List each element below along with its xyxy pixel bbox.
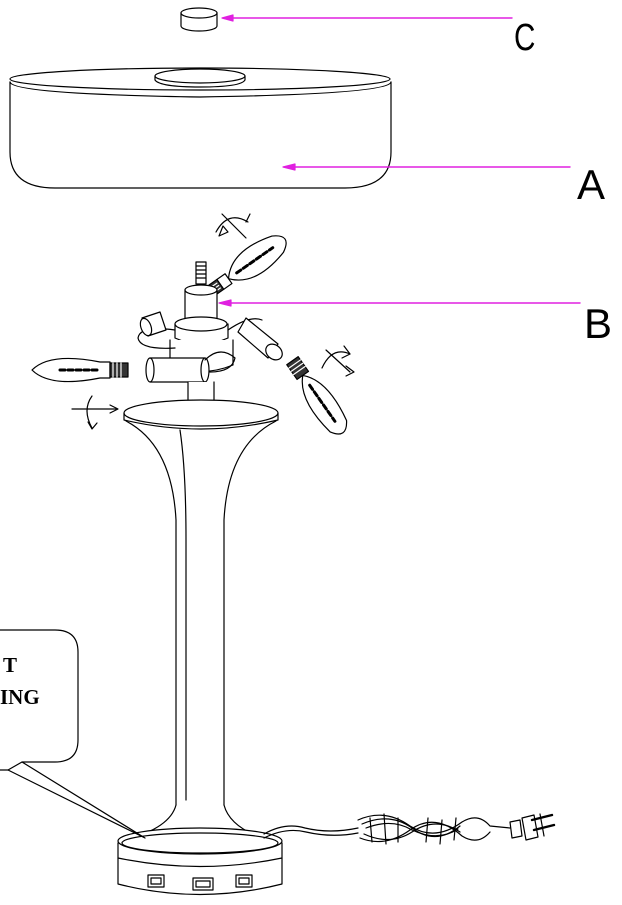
rotate-arrow-icon-left [71, 395, 119, 430]
socket-cluster [137, 261, 283, 414]
label-a: A [577, 161, 605, 208]
plug-icon [509, 813, 556, 841]
power-switch [192, 877, 214, 891]
callout-line-2: ING [0, 685, 40, 709]
lamp-shade [9, 67, 392, 189]
warning-callout [0, 629, 146, 839]
finial-cap [180, 7, 218, 32]
usb-port-right [235, 874, 253, 888]
rotate-arrow-icon-top [215, 213, 251, 239]
usb-port-left [147, 874, 165, 888]
callout-line-1: T [3, 653, 17, 677]
rotate-arrow-icon-right [321, 345, 355, 377]
bulb-right [286, 356, 348, 435]
leader-arrowhead-c [221, 14, 234, 22]
label-b: B [584, 300, 612, 347]
label-c: C [514, 17, 535, 59]
leader-arrowhead-a [282, 163, 296, 171]
bulb-left [31, 357, 129, 383]
power-cord [263, 813, 511, 845]
lamp-body [123, 399, 279, 841]
usb-base [117, 827, 283, 896]
leader-arrowhead-b [218, 299, 232, 307]
